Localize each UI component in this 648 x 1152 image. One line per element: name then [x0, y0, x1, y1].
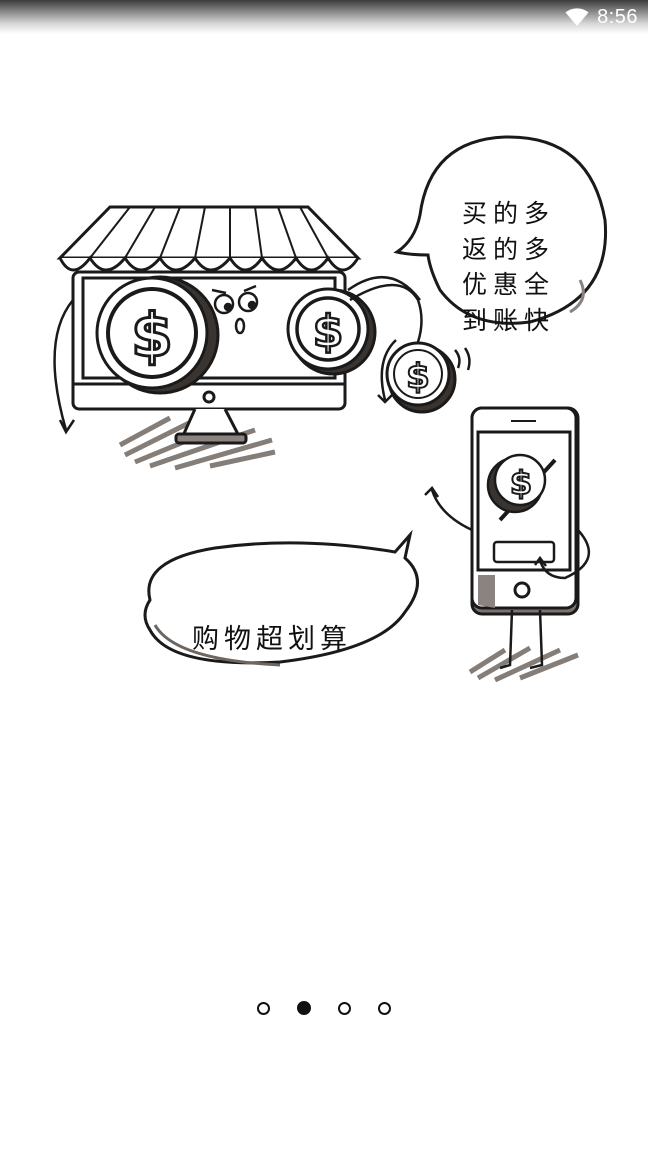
bubble-line: 到账快	[462, 305, 556, 335]
page-dot-4[interactable]	[378, 1001, 391, 1015]
svg-text:$: $	[406, 357, 430, 397]
speech-bubble-bottom	[143, 529, 419, 667]
coin-icon-large: $	[95, 275, 220, 395]
page-dot-1[interactable]	[257, 1001, 270, 1015]
awning-icon	[56, 205, 362, 272]
svg-text:$: $	[510, 464, 532, 502]
character-arms	[53, 275, 471, 435]
speech-bubble-top	[393, 135, 608, 325]
phone-limbs	[424, 486, 591, 670]
speech-bubble-top-text: 买的多 返的多 优惠全 到账快	[462, 196, 558, 338]
bubble-line: 返的多	[462, 234, 556, 264]
onboarding-illustration: $ $ $	[0, 34, 648, 714]
page-dot-2-active[interactable]	[297, 1001, 311, 1015]
status-bar: 8:56	[0, 0, 648, 34]
ground-shadow-phone	[468, 645, 579, 683]
status-time: 8:56	[597, 5, 638, 28]
wifi-icon	[565, 8, 589, 26]
page-dot-3[interactable]	[338, 1001, 351, 1015]
status-icons: 8:56	[565, 4, 638, 30]
bubble-line: 买的多	[462, 199, 556, 228]
phone-coin-icon: $	[486, 453, 547, 514]
svg-text:$: $	[313, 306, 344, 357]
svg-text:$: $	[131, 301, 173, 371]
coin-icon-medium: $	[286, 287, 377, 376]
monitor-face	[211, 284, 259, 335]
speech-bubble-bottom-text: 购物超划算	[192, 624, 352, 655]
bubble-line: 优惠全	[462, 270, 556, 299]
coin-icon-small: $	[385, 341, 457, 414]
page-indicator	[0, 999, 648, 1017]
